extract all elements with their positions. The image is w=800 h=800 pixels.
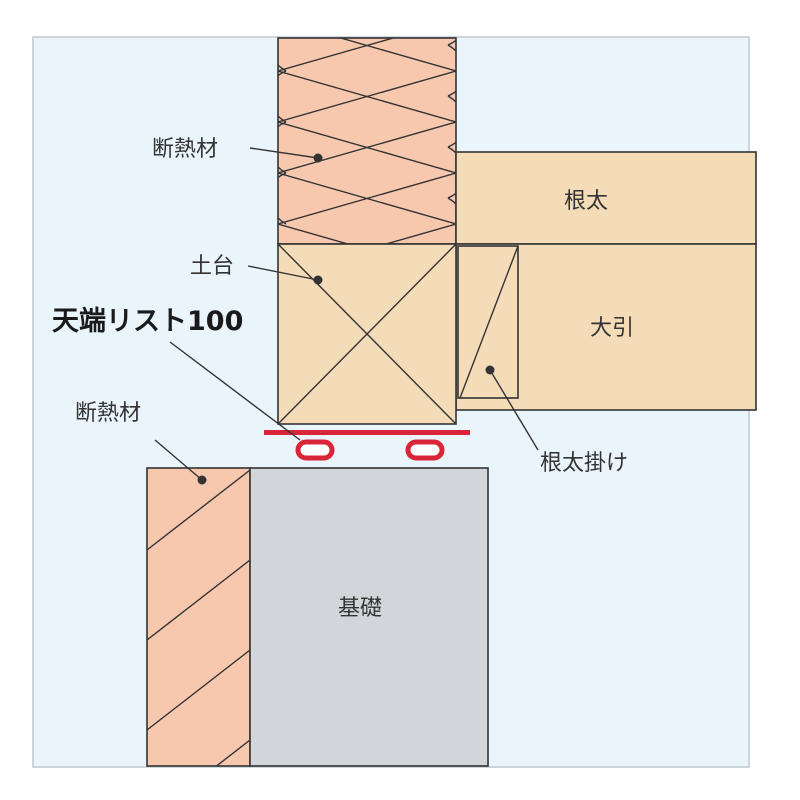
joist-hanger (457, 245, 519, 399)
foundation (249, 467, 489, 767)
sill (277, 243, 457, 425)
product-tenbata-list (264, 430, 470, 461)
label-girder: 大引 (590, 316, 634, 341)
label-joist-hanger: 根太掛け (540, 451, 628, 476)
foundation-insulation (146, 467, 251, 767)
leader-lines (154, 147, 539, 485)
label-foundation: 基礎 (338, 596, 382, 621)
wall-insulation (277, 37, 457, 245)
label-joist: 根太 (564, 189, 608, 214)
label-insulation-wall: 断熱材 (152, 137, 218, 162)
label-insulation-foundation: 断熱材 (75, 401, 141, 426)
label-sill: 土台 (190, 254, 234, 279)
label-product-name: 天端リスト100 (52, 306, 243, 337)
joist (455, 151, 757, 245)
